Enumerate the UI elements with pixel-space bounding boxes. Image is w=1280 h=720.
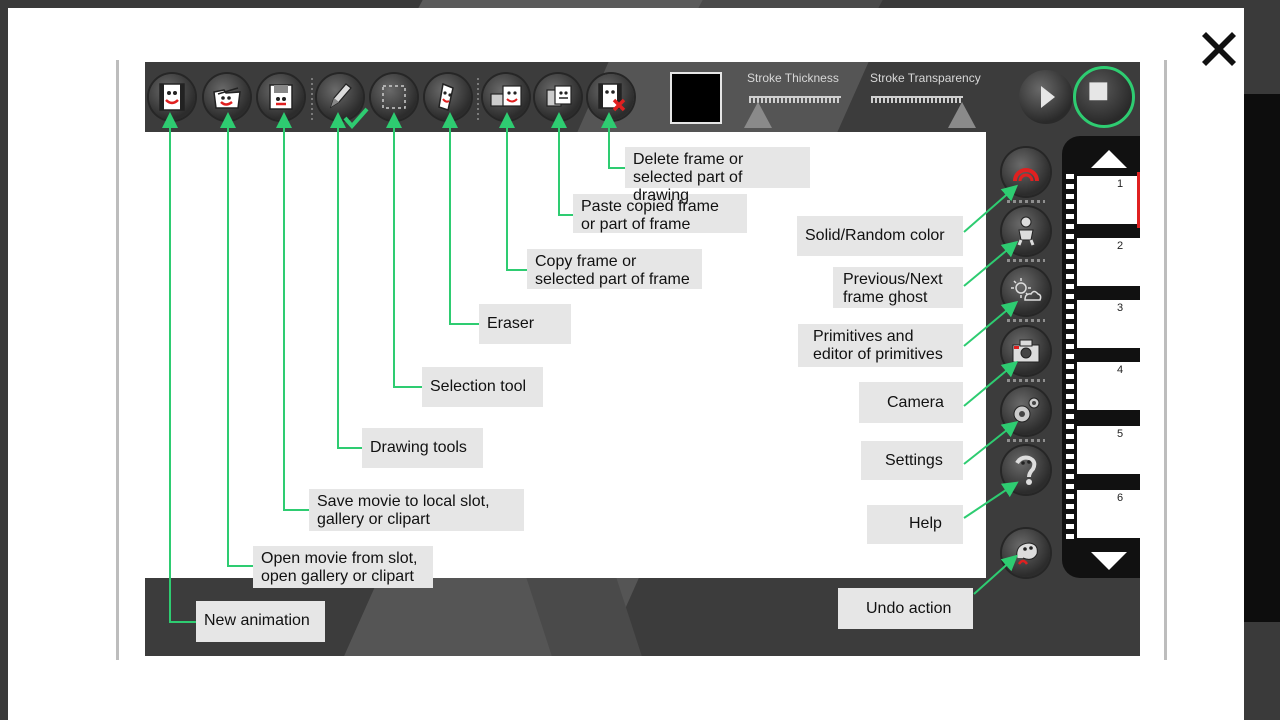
callout-copy-frame: Copy frame or selected part of frame	[527, 249, 702, 289]
frame-filmstrip: 1 2 3 4 5 6	[1062, 136, 1140, 578]
stroke-thickness-handle[interactable]	[744, 102, 772, 128]
frame-number: 4	[1117, 364, 1124, 376]
dashed-square-icon	[382, 85, 406, 109]
settings-button[interactable]	[1002, 387, 1050, 435]
camera-icon	[1012, 339, 1040, 363]
selection-tool-button[interactable]	[371, 74, 417, 120]
stroke-color-swatch[interactable]	[670, 72, 722, 124]
callout-eraser: Eraser	[479, 304, 571, 344]
undo-button[interactable]	[1002, 529, 1050, 577]
film-perforations	[1066, 174, 1074, 544]
callout-solid-random-color: Solid/Random color	[797, 216, 963, 256]
open-movie-button[interactable]	[204, 74, 250, 120]
callout-save-movie: Save movie to local slot, gallery or cli…	[309, 489, 524, 531]
frame-thumbnail[interactable]: 1	[1077, 172, 1140, 228]
camera-button[interactable]	[1002, 327, 1050, 375]
side-separator	[1007, 200, 1045, 203]
background-dark-edge	[1244, 94, 1280, 622]
callout-settings: Settings	[861, 441, 963, 480]
overlay-border-right	[1164, 60, 1167, 660]
primitives-button[interactable]	[1002, 267, 1050, 315]
eraser-icon	[438, 82, 454, 111]
eraser-button[interactable]	[425, 74, 471, 120]
frame-number: 2	[1117, 240, 1124, 252]
side-separator	[1007, 259, 1045, 262]
film-copy-icon	[490, 85, 522, 107]
callout-paste-frame: Paste copied frame or part of frame	[573, 194, 747, 233]
frame-thumbnail[interactable]: 3	[1077, 300, 1140, 348]
solid-random-color-button[interactable]	[1002, 148, 1050, 196]
gear-icon	[1013, 397, 1040, 423]
side-separator	[1007, 379, 1045, 382]
toolbar-separator	[477, 78, 479, 120]
callout-camera: Camera	[859, 382, 963, 423]
callout-selection-tool: Selection tool	[422, 367, 543, 407]
overlay-border-left	[116, 60, 119, 660]
side-separator	[1007, 439, 1045, 442]
film-delete-icon	[598, 83, 626, 112]
stop-button[interactable]	[1073, 66, 1135, 128]
callout-primitives: Primitives and editor of primitives	[798, 324, 963, 367]
frame-number: 5	[1117, 428, 1124, 440]
save-movie-button[interactable]	[258, 74, 304, 120]
toolbar-separator	[311, 78, 313, 120]
delete-frame-button[interactable]	[588, 74, 634, 120]
scroll-up-arrow-icon[interactable]	[1091, 150, 1127, 168]
checkmark-icon	[343, 107, 369, 130]
frame-thumbnail[interactable]: 6	[1077, 490, 1140, 538]
rainbow-color-icon	[1013, 168, 1039, 182]
frame-thumbnail[interactable]: 2	[1077, 238, 1140, 286]
film-paste-icon	[546, 85, 572, 107]
side-separator	[1007, 319, 1045, 322]
close-x-icon[interactable]	[1196, 26, 1242, 72]
ghost-figure-icon	[1017, 216, 1035, 246]
new-animation-button[interactable]	[149, 74, 195, 120]
callout-undo: Undo action	[838, 588, 973, 629]
film-new-icon	[159, 83, 185, 111]
play-icon	[1041, 86, 1055, 108]
pencil-icon	[329, 83, 352, 109]
stop-icon	[1089, 82, 1108, 101]
stroke-thickness-slider[interactable]	[749, 96, 841, 103]
frame-thumbnail[interactable]: 5	[1077, 426, 1140, 474]
callout-new-animation: New animation	[196, 601, 325, 642]
frame-thumbnail[interactable]: 4	[1077, 362, 1140, 410]
stroke-transparency-slider[interactable]	[871, 96, 963, 103]
callout-help: Help	[867, 505, 963, 544]
callout-frame-ghost: Previous/Next frame ghost	[833, 267, 963, 308]
callout-drawing-tools: Drawing tools	[362, 428, 483, 468]
callout-open-movie: Open movie from slot, open gallery or cl…	[253, 546, 433, 588]
sun-cloud-icon	[1011, 278, 1042, 301]
stroke-transparency-label: Stroke Transparency	[870, 71, 981, 85]
help-button[interactable]	[1002, 446, 1050, 494]
stroke-transparency-handle[interactable]	[948, 102, 976, 128]
frame-number: 6	[1117, 492, 1124, 504]
frame-number: 3	[1117, 302, 1124, 314]
help-mascot-icon	[1015, 455, 1037, 485]
paste-frame-button[interactable]	[535, 74, 581, 120]
frame-number: 1	[1117, 178, 1124, 190]
film-open-icon	[213, 87, 241, 109]
save-disk-icon	[269, 84, 293, 110]
frame-ghost-button[interactable]	[1002, 207, 1050, 255]
play-button[interactable]	[1019, 70, 1073, 124]
scroll-down-arrow-icon[interactable]	[1091, 552, 1127, 570]
undo-mascot-icon	[1016, 542, 1038, 565]
copy-frame-button[interactable]	[483, 74, 529, 120]
active-frame-indicator	[1137, 172, 1140, 228]
stroke-thickness-label: Stroke Thickness	[747, 71, 839, 85]
callout-delete-frame: Delete frame or selected part of drawing	[625, 147, 810, 204]
